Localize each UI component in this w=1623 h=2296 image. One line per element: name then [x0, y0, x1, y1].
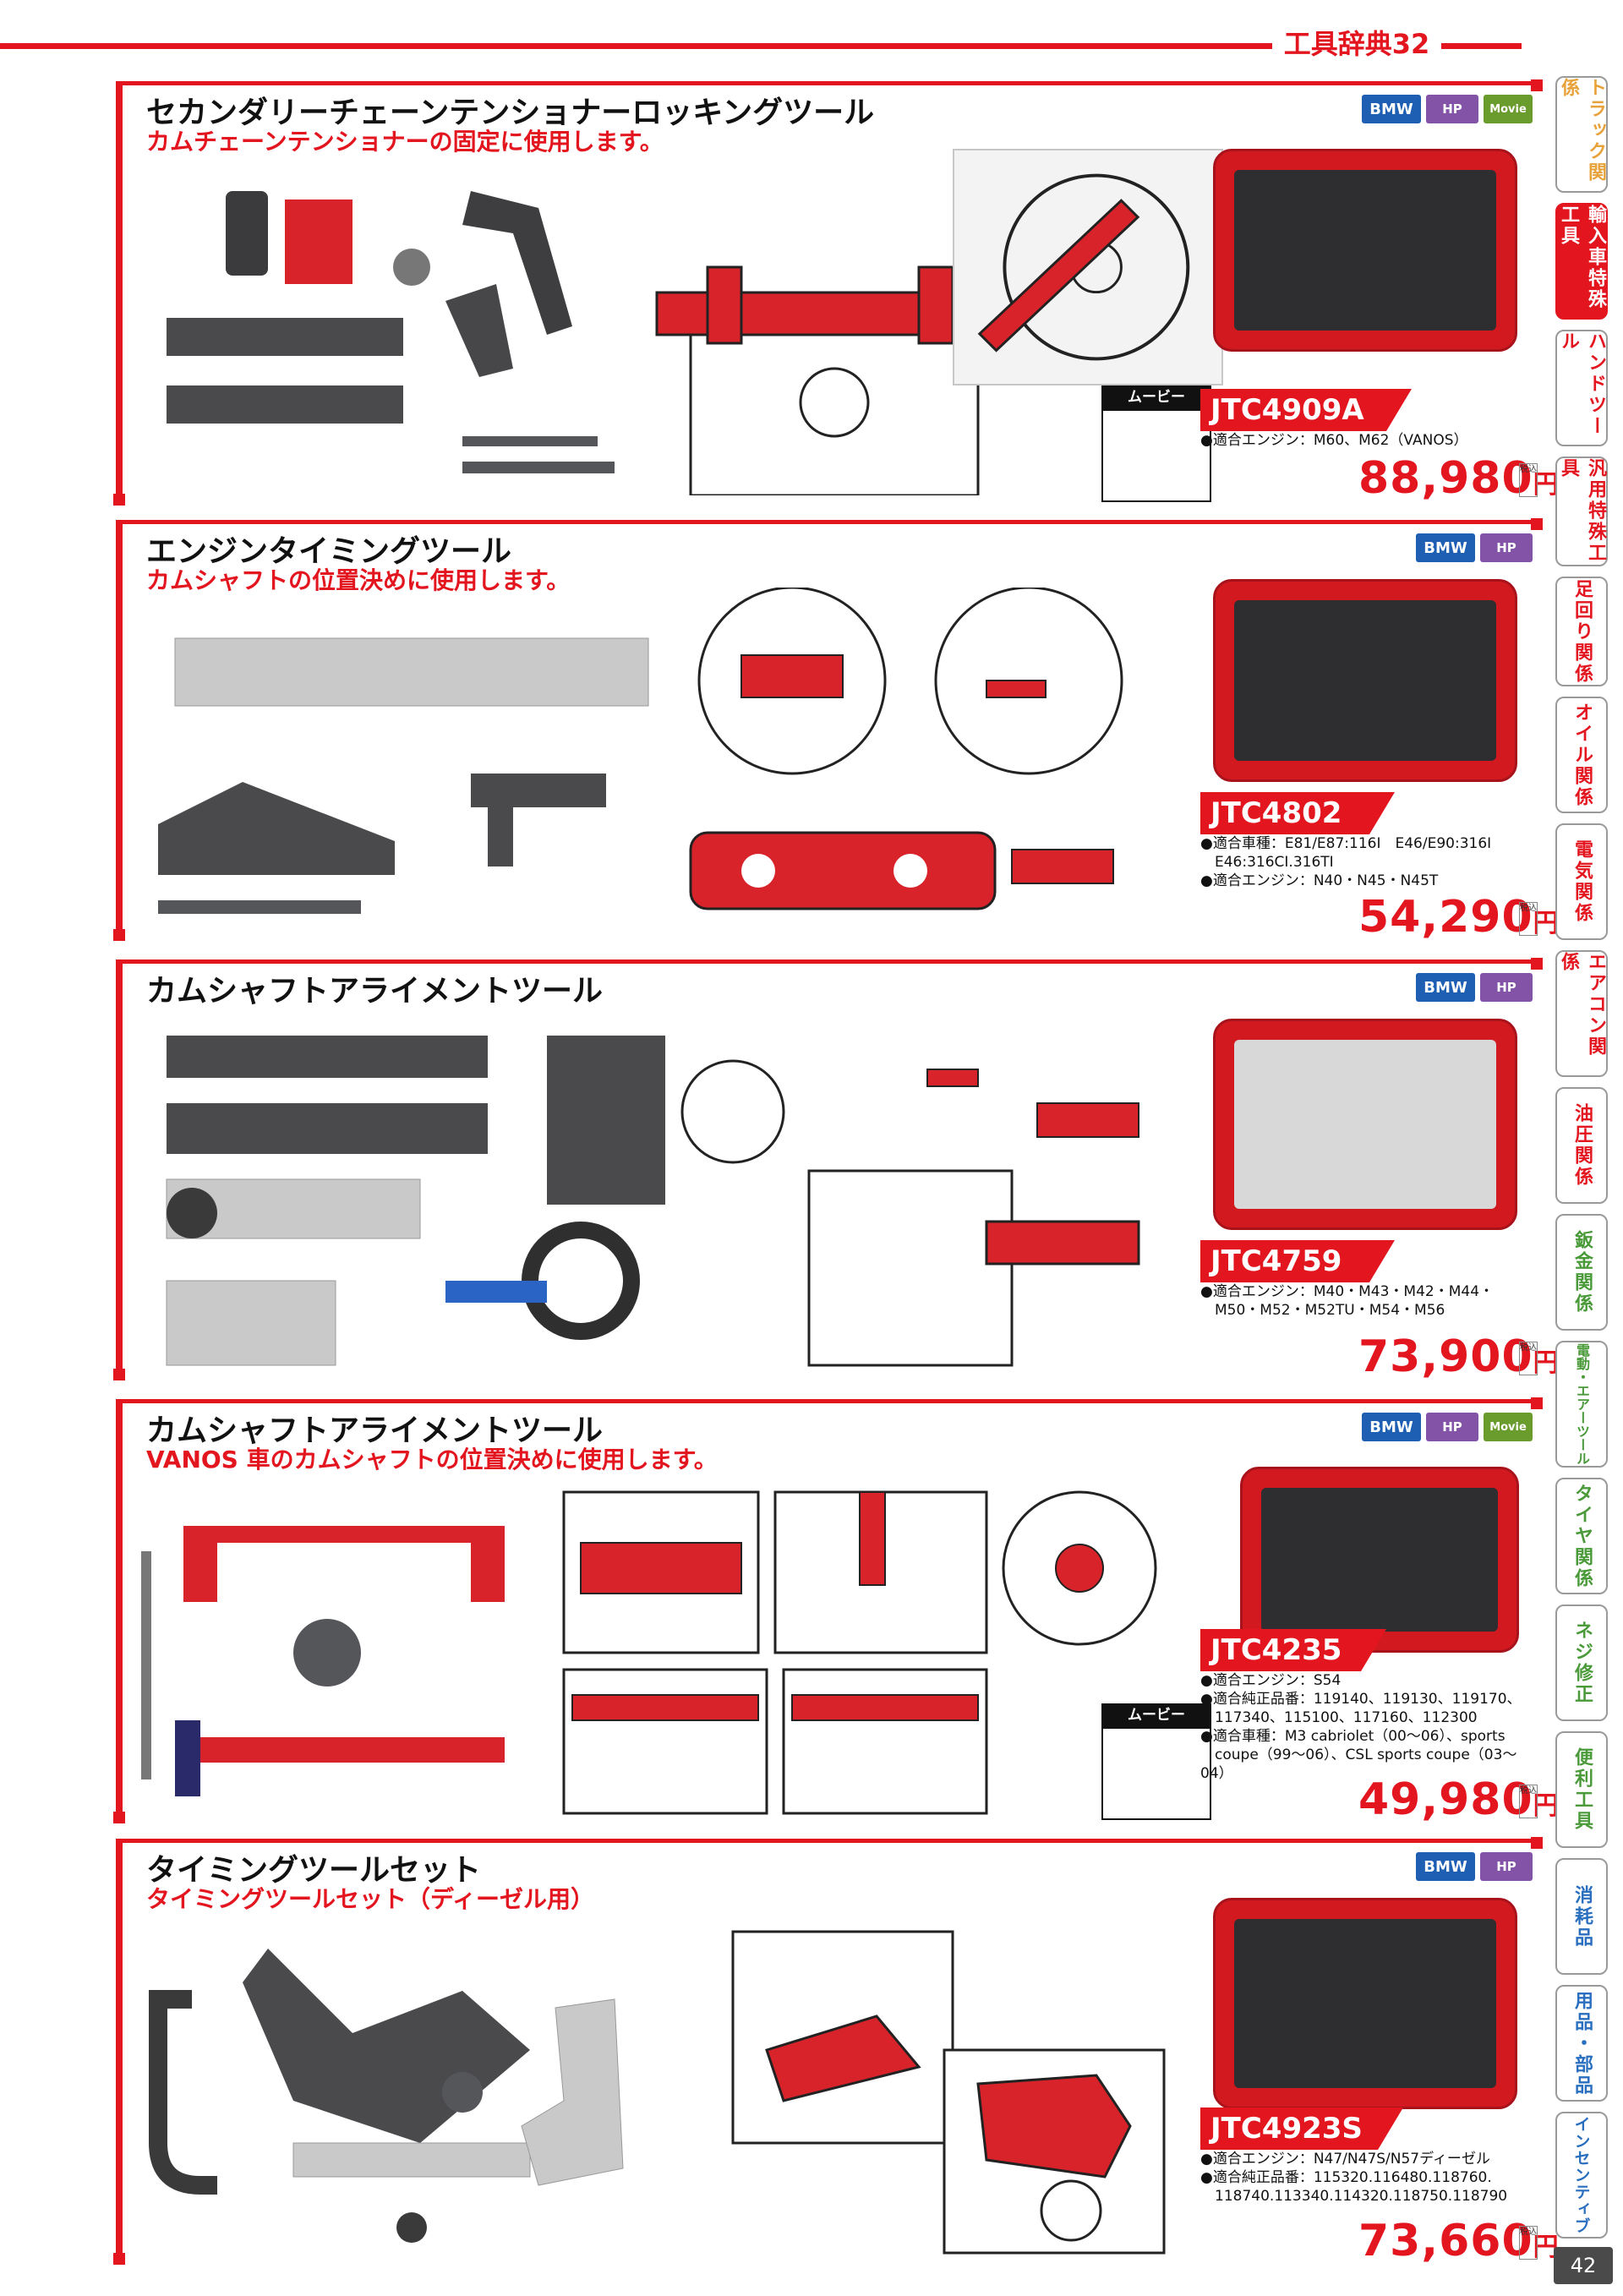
product-section-jtc4802: エンジンタイミングツール カムシャフトの位置決めに使用します。 BMW HP J…: [113, 518, 1559, 959]
tool-photo: [141, 1517, 564, 1822]
tool-photo: [141, 1027, 682, 1382]
tab-incentive[interactable]: インセンティブ: [1555, 2112, 1608, 2239]
tab-hand-tools[interactable]: ハンドツール: [1555, 330, 1608, 446]
product-section-jtc4235: カムシャフトアライメントツール VANOS 車のカムシャフトの位置決めに使用しま…: [113, 1397, 1559, 1839]
tool-illustration: [167, 191, 615, 473]
product-specs: ●適合エンジン：M60、M62（VANOS）: [1200, 432, 1468, 449]
product-price: 73,900円: [1358, 1331, 1560, 1382]
case-photo: [1213, 579, 1517, 782]
product-title: タイミングツールセット: [146, 1853, 482, 1888]
tab-aircon[interactable]: エアコン関係: [1555, 950, 1608, 1077]
badge-group: BMW HP: [1416, 533, 1533, 562]
tab-import-car-tools[interactable]: 輸入車特殊工具: [1555, 203, 1608, 320]
product-code: JTC4923S: [1200, 2107, 1403, 2150]
tab-thread-repair[interactable]: ネジ修正: [1555, 1604, 1608, 1721]
product-subtitle: VANOS 車のカムシャフトの位置決めに使用します。: [146, 1446, 718, 1473]
header-rule: [0, 43, 1522, 49]
badge-group: BMW HP Movie: [1362, 95, 1533, 123]
section-top-rule: [116, 81, 1536, 85]
tab-consumables[interactable]: 消耗品: [1555, 1858, 1608, 1975]
tax-label: 税込: [1519, 1785, 1538, 1818]
bmw-badge: BMW: [1362, 95, 1421, 123]
movie-badge[interactable]: Movie: [1484, 95, 1533, 123]
tab-suspension[interactable]: 足回り関係: [1555, 577, 1608, 686]
product-title: カムシャフトアライメントツール: [146, 1413, 604, 1448]
product-specs: ●適合エンジン：N47/N47S/N57ディーゼル ●適合純正品番：115320…: [1200, 2151, 1508, 2205]
hp-badge[interactable]: HP: [1480, 1852, 1533, 1881]
tool-photo: [141, 174, 665, 495]
tab-tires[interactable]: タイヤ関係: [1555, 1478, 1608, 1594]
product-subtitle: カムシャフトの位置決めに使用します。: [146, 566, 571, 594]
page-number: 42: [1554, 2247, 1613, 2284]
engine-diagram: [674, 1027, 1147, 1382]
tab-supplies-parts[interactable]: 用品・部品: [1555, 1985, 1608, 2102]
qr-label: ムービー: [1101, 385, 1211, 409]
bmw-badge: BMW: [1362, 1413, 1421, 1441]
product-title: カムシャフトアライメントツール: [146, 974, 604, 1009]
tax-label: 税込: [1519, 463, 1538, 497]
bmw-badge: BMW: [1416, 973, 1475, 1002]
product-title: セカンダリーチェーンテンショナーロッキングツール: [146, 96, 875, 130]
tab-handy-tools[interactable]: 便利工具: [1555, 1731, 1608, 1848]
case-photo: [1213, 1019, 1517, 1230]
badge-group: BMW HP: [1416, 1852, 1533, 1881]
tab-oil[interactable]: オイル関係: [1555, 697, 1608, 813]
hp-badge[interactable]: HP: [1426, 95, 1478, 123]
product-code: JTC4759: [1200, 1240, 1395, 1282]
page-header-title: 工具辞典32: [1272, 25, 1441, 63]
qr-label: ムービー: [1101, 1703, 1211, 1727]
bmw-badge: BMW: [1416, 1852, 1475, 1881]
product-section-jtc4759: カムシャフトアライメントツール BMW HP JTC4759 ●適合エンジン：M…: [113, 958, 1559, 1399]
tab-truck[interactable]: トラック関係: [1555, 76, 1608, 193]
product-price: 49,980円: [1358, 1774, 1560, 1825]
case-photo: [1240, 1467, 1519, 1653]
product-specs: ●適合エンジン：S54 ●適合純正品番：119140、119130、119170…: [1200, 1672, 1522, 1782]
engine-diagram: [555, 1484, 1189, 1822]
tool-photo: [141, 621, 682, 943]
qr-code[interactable]: [1101, 409, 1211, 502]
product-code: JTC4909A: [1200, 389, 1412, 431]
case-photo: [1213, 149, 1517, 352]
hp-badge[interactable]: HP: [1480, 973, 1533, 1002]
tab-power-air-tools[interactable]: 電動・エアーツール: [1555, 1341, 1608, 1468]
tax-label: 税込: [1519, 2226, 1538, 2260]
product-code: JTC4235: [1200, 1629, 1386, 1671]
bmw-badge: BMW: [1416, 533, 1475, 562]
product-section-jtc4909a: セカンダリーチェーンテンショナーロッキングツール カムチェーンテンショナーの固定…: [113, 79, 1559, 521]
tab-general-special-tools[interactable]: 汎用特殊工具: [1555, 456, 1608, 566]
movie-badge[interactable]: Movie: [1484, 1413, 1533, 1441]
tool-photo: [141, 1932, 665, 2270]
engine-diagram: [708, 1906, 1181, 2261]
badge-group: BMW HP Movie: [1362, 1413, 1533, 1441]
product-subtitle: カムチェーンテンショナーの固定に使用します。: [146, 128, 664, 156]
product-specs: ●適合車種：E81/E87:116I E46/E90:316I E46:316C…: [1200, 835, 1492, 889]
qr-code[interactable]: [1101, 1727, 1211, 1820]
movie-qr[interactable]: ムービー: [1101, 1703, 1211, 1820]
movie-qr[interactable]: ムービー: [1101, 385, 1211, 502]
case-photo: [1213, 1898, 1517, 2109]
product-code: JTC4802: [1200, 792, 1395, 834]
tab-electrical[interactable]: 電気関係: [1555, 823, 1608, 940]
tax-label: 税込: [1519, 902, 1538, 936]
product-price: 88,980円: [1358, 453, 1560, 504]
engine-diagram: [657, 586, 1130, 943]
hp-badge[interactable]: HP: [1426, 1413, 1478, 1441]
product-title: エンジンタイミングツール: [146, 534, 512, 569]
tab-hydraulic[interactable]: 油圧関係: [1555, 1087, 1608, 1204]
product-section-jtc4923s: タイミングツールセット タイミングツールセット（ディーゼル用） BMW HP J…: [113, 1837, 1559, 2282]
hp-badge[interactable]: HP: [1480, 533, 1533, 562]
tax-label: 税込: [1519, 1342, 1538, 1375]
product-subtitle: タイミングツールセット（ディーゼル用）: [146, 1885, 595, 1913]
badge-group: BMW HP: [1416, 973, 1533, 1002]
tab-sheet-metal[interactable]: 鈑金関係: [1555, 1214, 1608, 1331]
usage-diagram: [953, 149, 1223, 385]
product-price: 54,290円: [1358, 892, 1560, 943]
product-specs: ●適合エンジン：M40・M43・M42・M44・ M50・M52・M52TU・M…: [1200, 1283, 1495, 1319]
